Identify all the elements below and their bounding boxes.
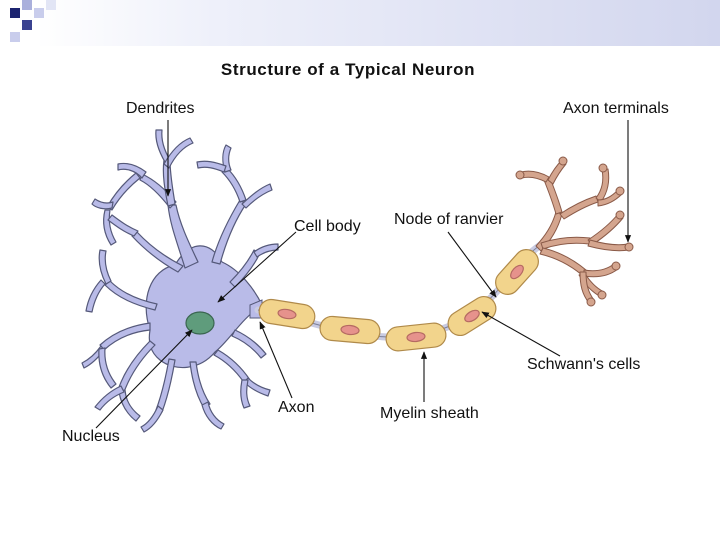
bullet-square-icon xyxy=(46,0,56,10)
leader-lines xyxy=(95,120,632,429)
slide-title: Structure of a Typical Neuron xyxy=(0,60,720,80)
label-dendrites: Dendrites xyxy=(126,100,195,117)
nucleus-leader xyxy=(95,329,193,429)
axon-terminals xyxy=(520,159,630,304)
bullet-square-icon xyxy=(22,0,32,10)
schwanns-cells-leader xyxy=(481,311,561,357)
label-axon-terminals: Axon terminals xyxy=(563,100,669,117)
bullet-square-icon xyxy=(10,32,20,42)
label-node-of-ranvier: Node of ranvier xyxy=(394,211,504,228)
myelin-segments xyxy=(258,248,539,352)
label-cell-body: Cell body xyxy=(294,218,361,235)
axon-leader xyxy=(259,321,293,399)
bullet-square-icon xyxy=(22,20,32,30)
label-myelin-sheath: Myelin sheath xyxy=(380,405,479,422)
node-of-ranvier-leader xyxy=(447,231,497,298)
terminal-knobs xyxy=(515,156,634,307)
label-schwanns-cells: Schwann's cells xyxy=(527,356,641,373)
nucleus-shape xyxy=(185,311,215,335)
label-nucleus: Nucleus xyxy=(62,428,120,445)
dendrite-tree xyxy=(81,129,279,433)
cell-body-leader xyxy=(217,231,297,303)
label-axon: Axon xyxy=(278,399,315,416)
slide-header-band xyxy=(0,0,720,46)
bullet-square-icon xyxy=(10,8,20,18)
bullet-square-icon xyxy=(34,8,44,18)
slide-title-text: Structure of a Typical Neuron xyxy=(220,60,476,79)
